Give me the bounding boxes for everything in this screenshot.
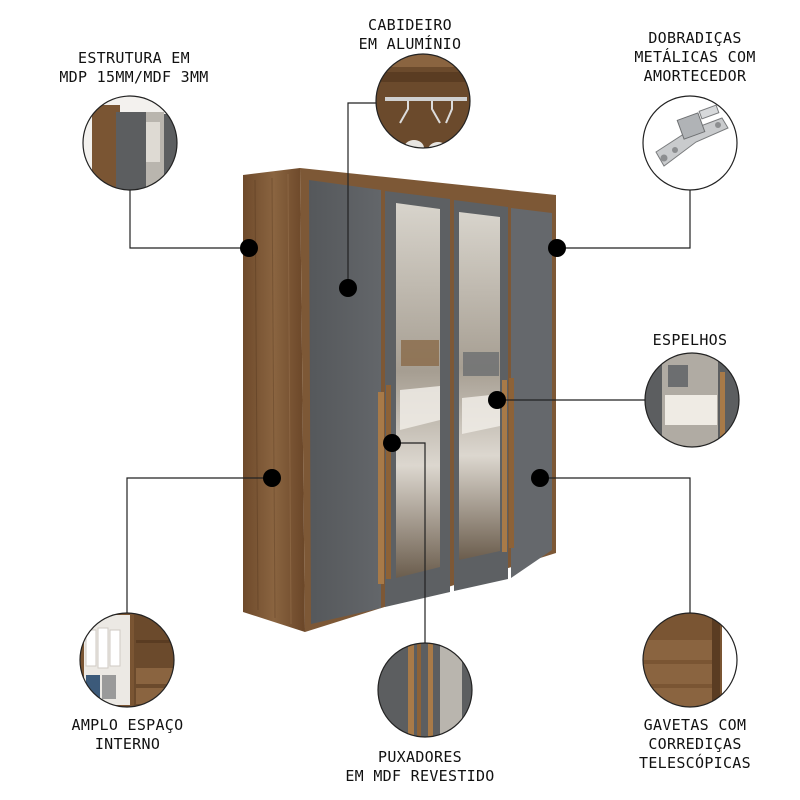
label-espelhos: ESPELHOS [652, 331, 728, 349]
detail-estrutura [82, 95, 178, 191]
label-dobradicas: DOBRADIÇAS METÁLICAS COM AMORTECEDOR [634, 29, 756, 85]
label-cabideiro: CABIDEIRO EM ALUMÍNIO [358, 16, 462, 53]
detail-gavetas [642, 612, 738, 708]
handle-3 [502, 380, 507, 552]
callout-lines [126, 102, 691, 643]
mirror-right [459, 212, 500, 560]
callout-dots [240, 239, 566, 487]
detail-amplo [79, 612, 175, 708]
hinge-icon [655, 104, 729, 167]
label-amplo: AMPLO ESPAÇO INTERNO [71, 716, 184, 753]
detail-espelhos [644, 352, 740, 448]
handle-1 [378, 392, 384, 584]
detail-dobradicas [642, 95, 738, 191]
label-puxadores: PUXADORES EM MDF REVESTIDO [345, 748, 495, 785]
handle-4 [509, 378, 514, 548]
detail-cabideiro [375, 53, 471, 149]
label-gavetas: GAVETAS COM CORREDIÇAS TELESCÓPICAS [639, 716, 751, 772]
wardrobe-side-panel [243, 168, 305, 632]
wardrobe-door-4 [511, 208, 552, 578]
wardrobe-door-1 [309, 180, 381, 624]
handle-2 [386, 385, 391, 579]
label-estrutura: ESTRUTURA EM MDP 15MM/MDF 3MM [59, 49, 209, 86]
detail-puxadores [377, 642, 473, 738]
